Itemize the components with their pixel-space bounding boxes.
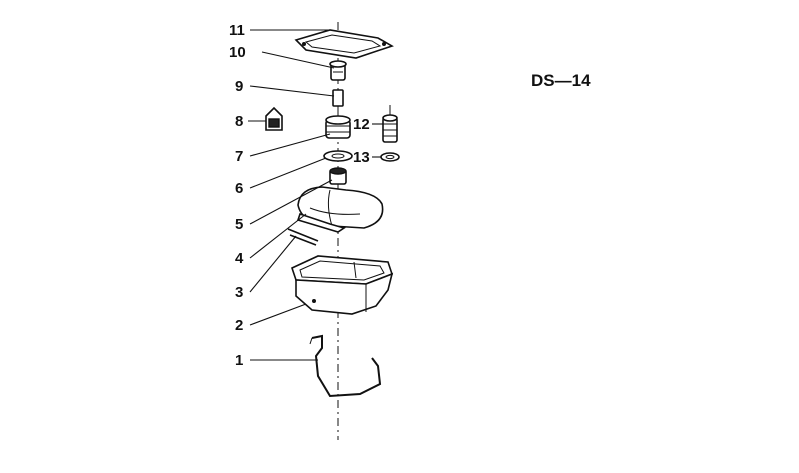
callout-1: 1 bbox=[235, 352, 243, 369]
leader-7 bbox=[249, 133, 331, 157]
callout-13: 13 bbox=[353, 149, 370, 166]
callout-7: 7 bbox=[235, 148, 243, 165]
diagram-code: DS—14 bbox=[531, 71, 591, 90]
float-part bbox=[296, 186, 384, 233]
callout-8: 8 bbox=[235, 113, 243, 130]
leader-5 bbox=[249, 179, 333, 225]
leader-lines bbox=[248, 29, 383, 361]
callout-2: 2 bbox=[235, 317, 243, 334]
float-valve-part bbox=[265, 106, 283, 131]
needle-part bbox=[332, 89, 344, 114]
leader-4 bbox=[249, 213, 307, 259]
callout-4: 4 bbox=[235, 250, 244, 267]
gasket-part bbox=[294, 29, 394, 59]
float-pin-part bbox=[287, 228, 319, 246]
o-ring-part bbox=[380, 152, 400, 162]
callout-9: 9 bbox=[235, 78, 243, 95]
washer-part bbox=[323, 150, 353, 162]
jet-part bbox=[382, 105, 398, 143]
leader-6 bbox=[249, 157, 327, 189]
float-bowl-part bbox=[291, 255, 394, 315]
leader-2 bbox=[249, 303, 307, 326]
callout-10: 10 bbox=[229, 44, 246, 61]
leader-9 bbox=[249, 85, 335, 97]
callout-3: 3 bbox=[235, 284, 243, 301]
callout-11: 11 bbox=[229, 22, 245, 39]
callout-5: 5 bbox=[235, 216, 243, 233]
callout-12: 12 bbox=[353, 116, 370, 133]
valve-head-part bbox=[329, 60, 347, 81]
leader-10 bbox=[261, 51, 335, 69]
callout-labels: 11 10 9 8 7 6 5 4 3 2 1 12 13 bbox=[229, 22, 370, 369]
valve-seat-part bbox=[325, 115, 351, 139]
callout-6: 6 bbox=[235, 180, 243, 197]
leader-3 bbox=[249, 235, 297, 293]
nut-part bbox=[329, 167, 347, 185]
retaining-clip-part bbox=[309, 334, 382, 398]
